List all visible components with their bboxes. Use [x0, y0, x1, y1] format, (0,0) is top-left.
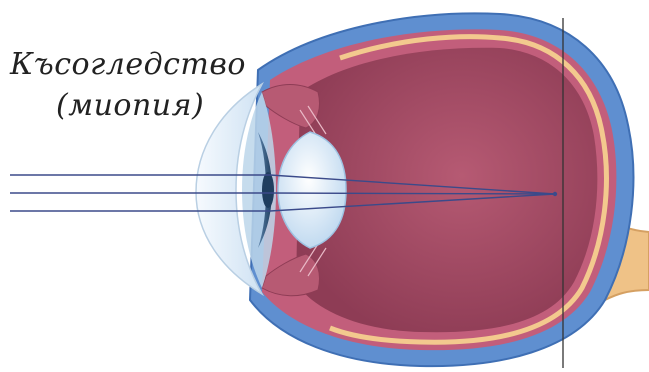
diagram-subtitle: (миопия)	[56, 91, 204, 121]
pupil-edge	[262, 172, 274, 208]
diagram-title: Късогледство	[10, 50, 246, 80]
focal-point	[553, 192, 557, 196]
